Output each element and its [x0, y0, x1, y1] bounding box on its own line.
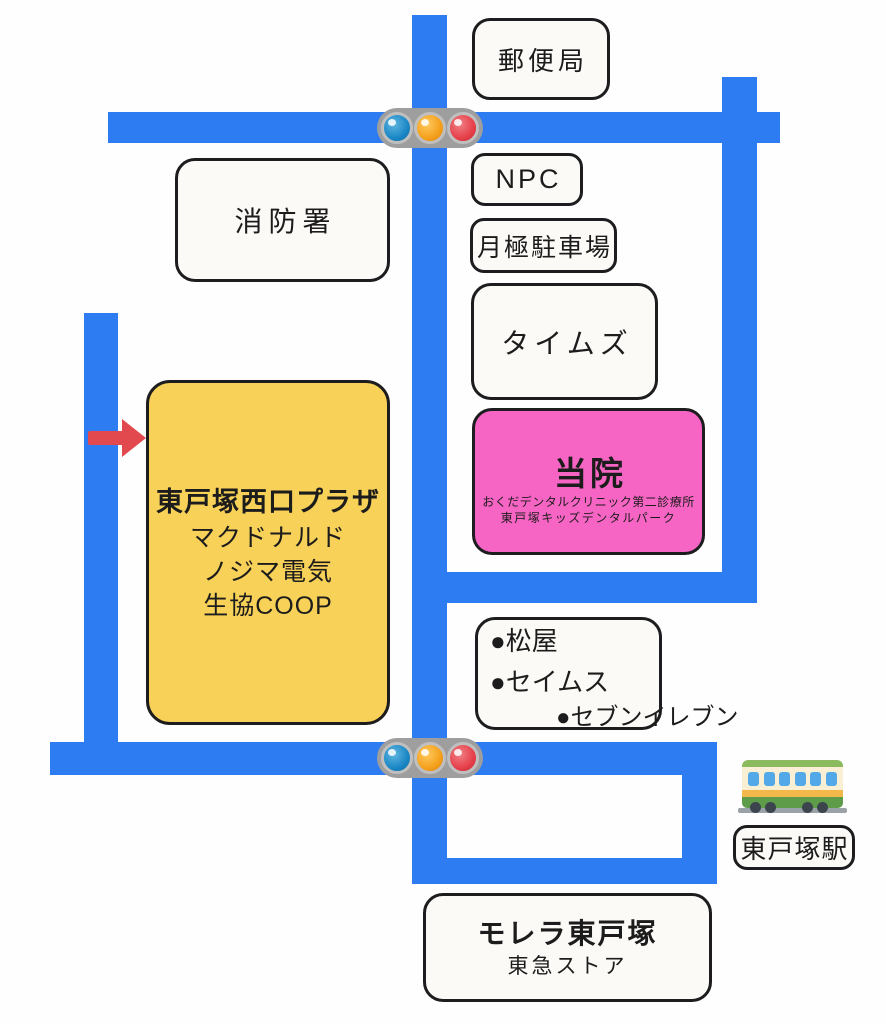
signal-blue-light-icon — [381, 742, 413, 774]
shop-seven-eleven-label: ●セブンイレブン — [556, 704, 739, 731]
fire-station-box: 消防署 — [175, 158, 390, 282]
post-office-box: 郵便局 — [472, 18, 610, 100]
post-office-label: 郵便局 — [497, 45, 588, 76]
plaza-tenant-nojima: ノジマ電気 — [202, 557, 333, 586]
train-icon — [738, 760, 847, 816]
plaza-label: 東戸塚西口プラザ — [156, 486, 380, 517]
monthly-parking-box: 月極駐車場 — [470, 218, 617, 273]
traffic-signal-top-icon — [377, 108, 483, 148]
red-arrow-right-icon — [88, 419, 146, 457]
shops-box: ●松屋 ●セイムス ●セブンイレブン — [475, 617, 739, 731]
morela-label: モレラ東戸塚 — [477, 917, 658, 949]
clinic-subtitle-1: おくだデンタルクリニック第二診療所 — [482, 495, 695, 509]
monthly-parking-label: 月極駐車場 — [476, 233, 612, 262]
plaza-box: 東戸塚西口プラザ マクドナルド ノジマ電気 生協COOP — [146, 380, 390, 725]
shop-seims-label: ●セイムス — [490, 667, 610, 697]
plaza-tenant-mcdonalds: マクドナルド — [189, 523, 346, 552]
train-roof — [742, 760, 843, 767]
clinic-box: 当院 おくだデンタルクリニック第二診療所 東戸塚キッズデンタルパーク — [472, 408, 705, 555]
signal-yellow-light-icon — [414, 112, 446, 144]
npc-parking-box: NPC — [471, 153, 583, 206]
road-left-vertical — [84, 313, 118, 775]
station-name-label: 東戸塚駅 — [740, 834, 849, 864]
road-middle-horizontal — [412, 572, 757, 603]
morela-sub-label: 東急ストア — [507, 954, 628, 978]
signal-blue-light-icon — [381, 112, 413, 144]
fire-station-label: 消防署 — [234, 206, 337, 237]
clinic-label: 当院 — [554, 455, 626, 492]
times-parking-box: タイムズ — [471, 283, 658, 400]
plaza-tenant-coop: 生協COOP — [203, 591, 333, 620]
signal-red-light-icon — [447, 742, 479, 774]
npc-parking-label: NPC — [495, 164, 562, 194]
morela-box: モレラ東戸塚 東急ストア — [423, 893, 712, 1002]
train-windows — [742, 767, 843, 790]
clinic-subtitle-2: 東戸塚キッズデンタルパーク — [500, 511, 677, 525]
station-name-box: 東戸塚駅 — [733, 825, 855, 870]
road-station-loop-bottom — [412, 858, 717, 884]
signal-yellow-light-icon — [414, 742, 446, 774]
road-right-vertical — [722, 77, 757, 603]
traffic-signal-bottom-icon — [377, 738, 483, 778]
times-parking-label: タイムズ — [501, 327, 633, 359]
signal-red-light-icon — [447, 112, 479, 144]
shop-matsuya-label: ●松屋 — [490, 626, 558, 656]
